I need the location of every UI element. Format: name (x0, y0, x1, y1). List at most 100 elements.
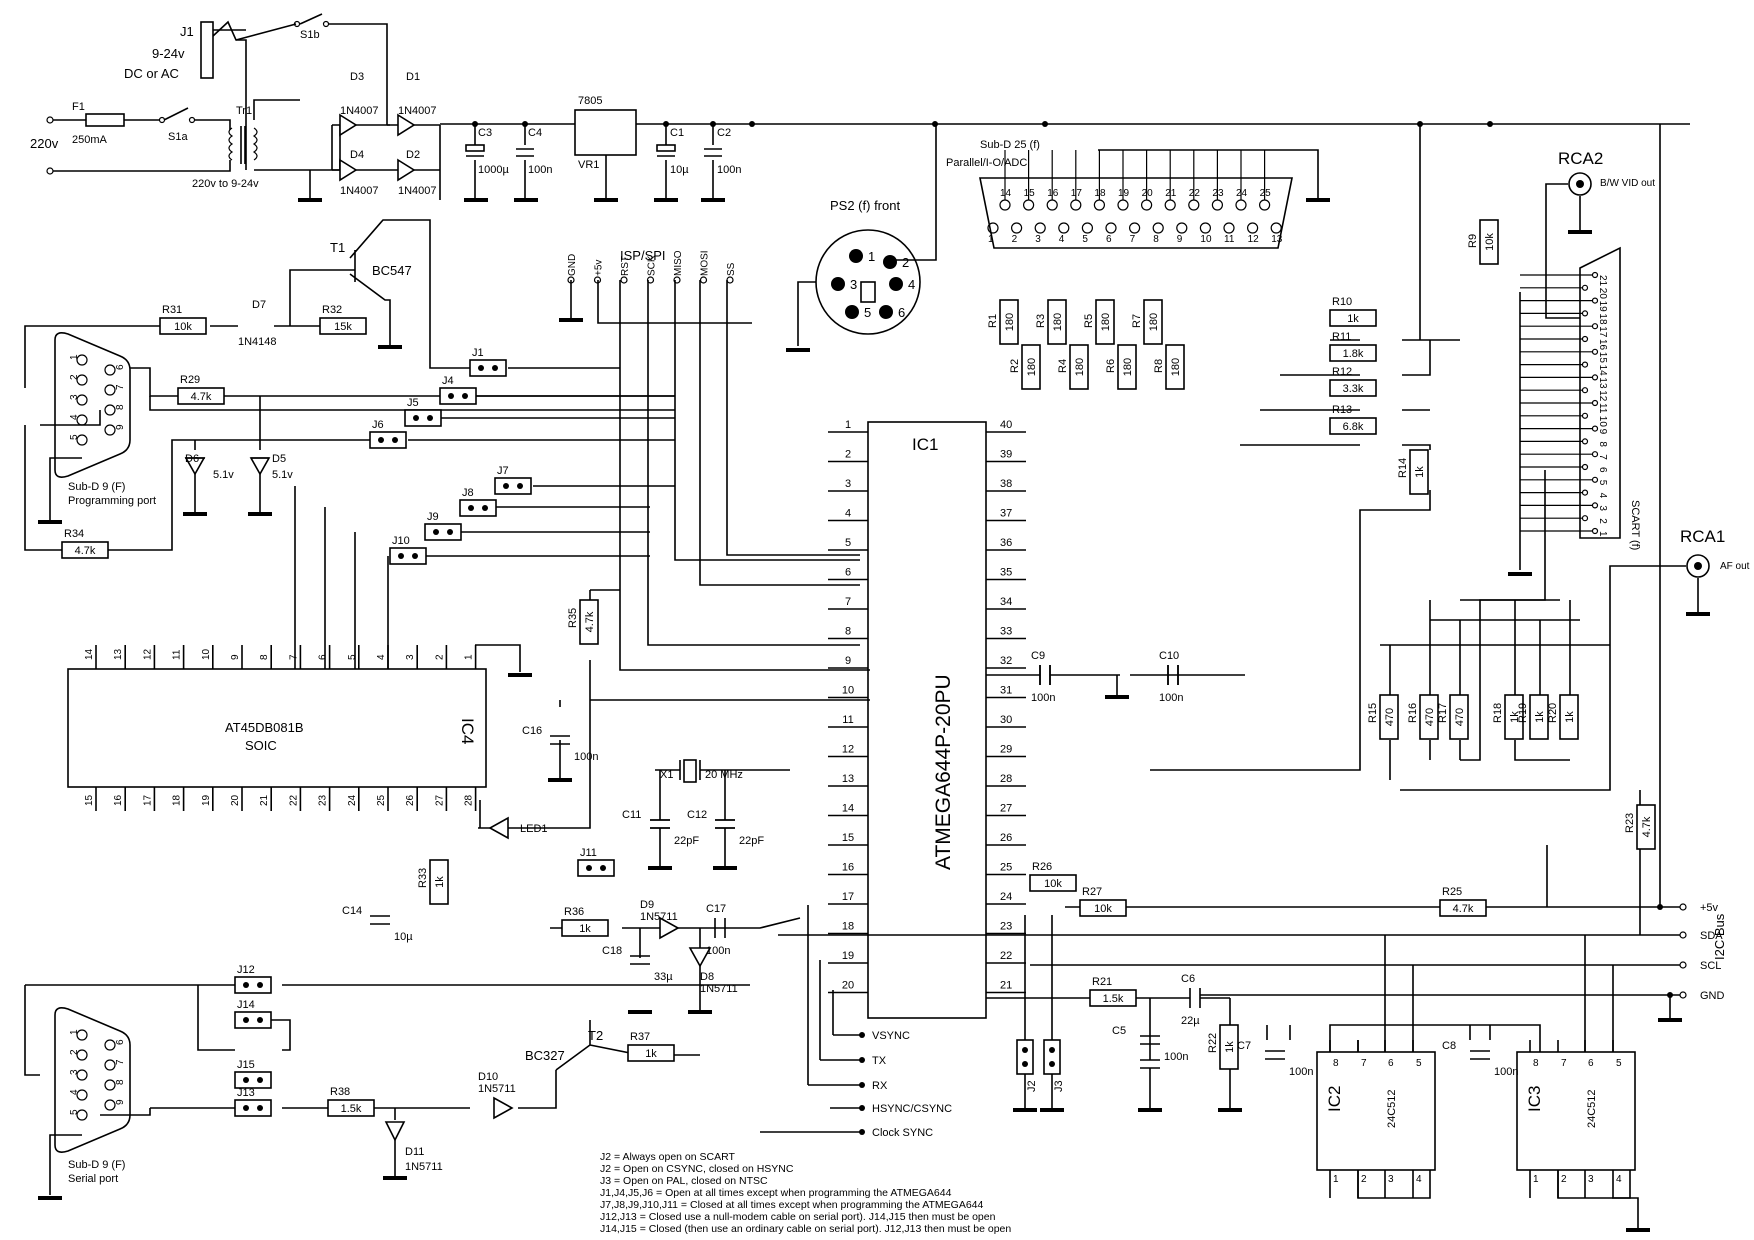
ic4-pin-top: 10 (201, 648, 212, 660)
resistor-ref: R25 (1442, 886, 1462, 898)
ic4-pkg: SOIC (245, 738, 277, 753)
ic4-pin-top: 14 (84, 648, 95, 660)
jumper-j7[interactable] (494, 477, 532, 495)
jumper-j13[interactable] (234, 1099, 272, 1117)
c4-value: 100n (528, 164, 552, 176)
jumper-label: J3 (1053, 1080, 1065, 1092)
resistor-value: 1k (434, 876, 446, 888)
d7-ref: D7 (252, 299, 266, 311)
ic1-pin-right: 29 (1000, 744, 1012, 756)
subd9-pin-label: 4 (69, 414, 80, 420)
jumper-j12[interactable] (234, 976, 272, 994)
ic1-pin-group: 1234567891011121314151617181920403938373… (828, 419, 1026, 994)
ic1-pin-right: 32 (1000, 655, 1012, 667)
d11-val: 1N5711 (405, 1161, 443, 1173)
ic4-ref: IC4 (458, 718, 477, 744)
subd25-pin-label: 8 (1153, 234, 1159, 245)
ic1-pin-left: 6 (845, 567, 851, 579)
subd9-prog-shell (54, 332, 131, 478)
fuse-label: F1 (72, 101, 85, 113)
ic1-pin-right: 21 (1000, 980, 1012, 992)
d9-ref: D9 (640, 899, 654, 911)
subd25-pin-label: 6 (1106, 234, 1112, 245)
jumper-j3[interactable] (1043, 1039, 1061, 1075)
jumper-j8[interactable] (459, 499, 497, 517)
resistor-ref: R1 (987, 314, 999, 328)
ic3-part: 24C512 (1586, 1089, 1598, 1128)
subd9-pin (104, 364, 116, 376)
jumper-label: J5 (407, 397, 419, 409)
cap-value: 100n (1031, 692, 1055, 704)
subd9-pin (104, 384, 116, 396)
resistor-ref: R36 (564, 906, 584, 918)
ic4-pin-top: 9 (230, 654, 241, 660)
jumper-j14[interactable] (234, 1011, 272, 1029)
resistor-ref: R31 (162, 304, 182, 316)
eeprom-pin-top: 6 (1588, 1058, 1594, 1069)
eeprom-pin-bot: 3 (1388, 1174, 1394, 1185)
scart-pin (1591, 476, 1599, 483)
subd9-pin (76, 354, 88, 366)
subd25-pin-label: 23 (1212, 188, 1224, 199)
ic2-part: 24C512 (1386, 1089, 1398, 1128)
wiring (24, 124, 1610, 1180)
jumper-j6[interactable] (369, 431, 407, 449)
scart-pin (1591, 271, 1599, 279)
resistor-value: 470 (1454, 708, 1466, 726)
jumper-j4[interactable] (439, 387, 477, 405)
resistor-r11 (1329, 344, 1377, 362)
c2-value: 100n (717, 164, 741, 176)
resistor-ref: R32 (322, 304, 342, 316)
isp-pin (620, 276, 628, 284)
resistor-r33 (429, 859, 449, 905)
ic4-pin-bot: 15 (84, 794, 95, 806)
x1-ref: X1 (660, 769, 673, 781)
subd9-pin (76, 1029, 88, 1041)
cap-ref: C17 (706, 903, 726, 915)
diode-d1-label: D1 (406, 71, 420, 83)
cap-ref: C11 (622, 809, 641, 821)
jumper-j5[interactable] (404, 409, 442, 427)
subd25-pin (1270, 222, 1282, 234)
subd9-pin (76, 1109, 88, 1121)
jumper-j15[interactable] (234, 1071, 272, 1089)
ic1-pin-right: 38 (1000, 478, 1012, 490)
ic4-pin-top: 12 (142, 648, 153, 660)
resistor-ref: R15 (1367, 703, 1379, 723)
resistor-r35 (579, 599, 599, 645)
ic1-pin-right: 26 (1000, 832, 1012, 844)
jumper-j9[interactable] (424, 523, 462, 541)
resistor-ref: R9 (1467, 234, 1479, 248)
scart-pin (1591, 399, 1599, 407)
subd9-pin (76, 1089, 88, 1101)
eeprom-pin-bot: 1 (1333, 1174, 1339, 1185)
capacitor-layer: C9100nC10100nC1122pFC1222pFC1410µC16100n… (342, 650, 1518, 1078)
eeprom-pin-top: 7 (1561, 1058, 1567, 1069)
isp-pin (673, 276, 681, 284)
subd25-pin (1246, 222, 1259, 234)
resistor-r16 (1419, 694, 1439, 740)
sync-labels: VSYNC TX RX HSYNC/CSYNC Clock SYNC (859, 1030, 952, 1139)
subd25-pin (1223, 222, 1235, 234)
ic1-pin-right: 27 (1000, 803, 1012, 815)
resistor-r19 (1529, 694, 1549, 740)
resistor-r6 (1117, 344, 1137, 390)
ps2-label: PS2 (f) front (830, 198, 900, 213)
reg-ref: VR1 (578, 159, 599, 171)
jumper-j11[interactable] (577, 859, 615, 877)
jumper-j10[interactable] (389, 547, 427, 565)
jumper-j2[interactable] (1016, 1039, 1034, 1075)
subd25-pin-label: 9 (1177, 234, 1183, 245)
resistor-value: 1k (1224, 1041, 1236, 1053)
subd9-prog-desc: Programming port (68, 495, 156, 507)
cap-value: 100n (706, 945, 730, 957)
scart-shell (1579, 246, 1621, 539)
fuse-f1 (85, 113, 125, 127)
jumper-j1[interactable] (469, 359, 507, 377)
ic1-part: ATMEGA644P-20PU (932, 674, 955, 870)
jumper-pin (478, 365, 484, 371)
ic1-pin-left: 10 (842, 685, 854, 697)
diode-type-4: 1N4007 (398, 185, 437, 197)
resistor-value: 1.5k (1103, 993, 1124, 1005)
